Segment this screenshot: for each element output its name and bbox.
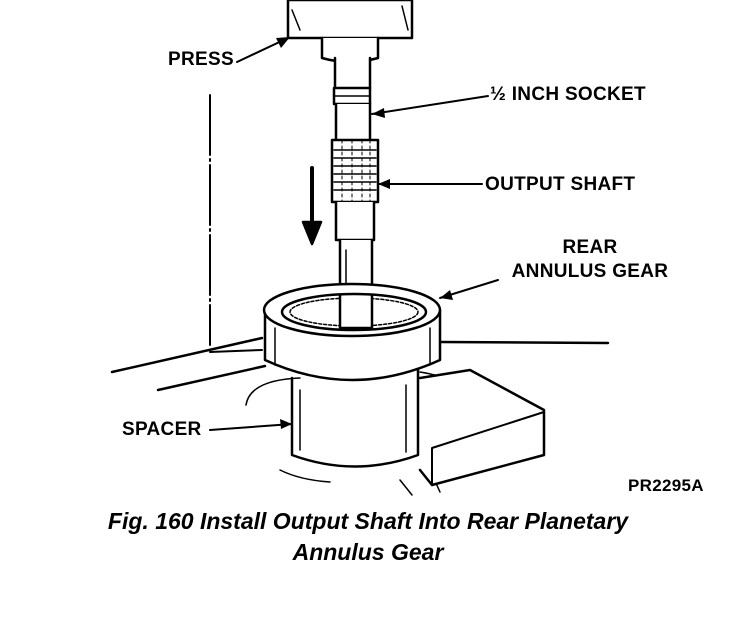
label-rear-annulus-line2: ANNULUS GEAR xyxy=(511,261,669,282)
caption-line-1: Fig. 160 Install Output Shaft Into Rear … xyxy=(107,508,629,534)
press-ram xyxy=(286,0,414,93)
support-block xyxy=(418,368,546,487)
socket xyxy=(332,86,372,145)
figure-id: PR2295A xyxy=(628,476,704,495)
label-output-shaft: OUTPUT SHAFT xyxy=(485,174,636,195)
label-spacer: SPACER xyxy=(122,419,202,440)
label-rear-annulus-line1: REAR xyxy=(562,237,618,258)
caption-line-2: Annulus Gear xyxy=(292,539,444,565)
leader-arrowheads xyxy=(276,37,453,429)
label-rear-annulus-gear: REAR ANNULUS GEAR xyxy=(500,236,680,284)
label-press: PRESS xyxy=(168,49,234,70)
bench-surface xyxy=(110,336,610,392)
leader-lines xyxy=(209,37,499,431)
output-shaft xyxy=(330,138,380,302)
press-direction-arrow xyxy=(301,166,323,246)
label-half-inch-socket: ½ INCH SOCKET xyxy=(490,84,646,105)
rear-annulus-gear xyxy=(262,282,442,382)
